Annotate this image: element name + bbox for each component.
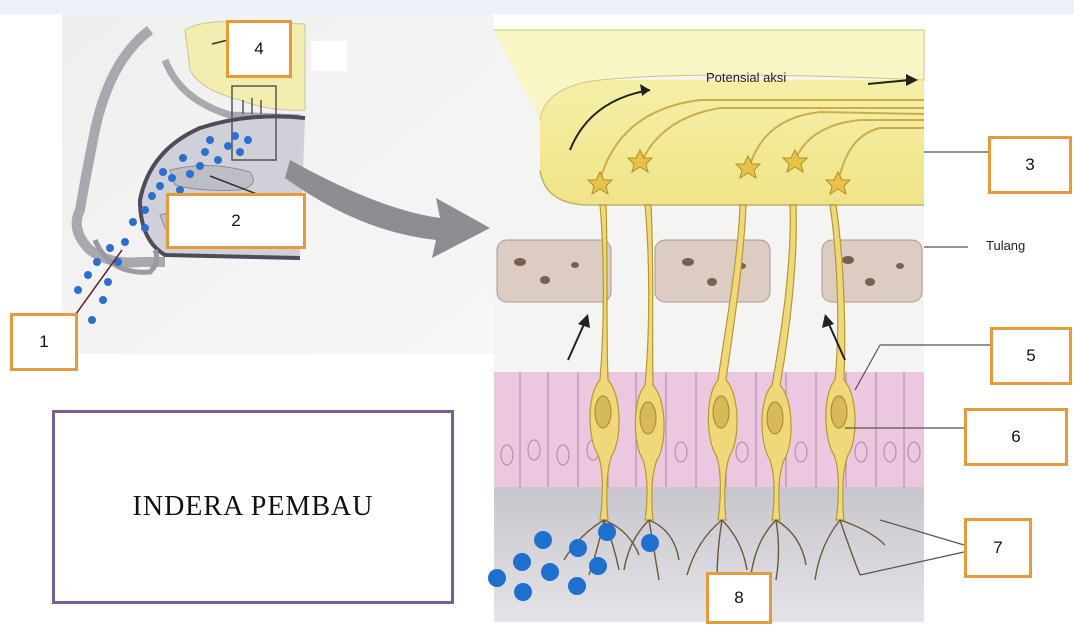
top-strip [0,0,1074,14]
diagram-title-box: INDERA PEMBAU [52,410,454,604]
callout-1: 1 [10,313,78,371]
callout-2: 2 [166,193,306,249]
bone-layer [497,240,922,302]
callout-8: 8 [706,572,772,624]
callout-3: 3 [988,136,1072,194]
callout-7: 7 [964,518,1032,578]
label-tulang: Tulang [986,238,1025,253]
callout-4: 4 [226,20,292,78]
epithelium-detail [488,30,990,622]
blank-patch [311,41,347,71]
callout-5: 5 [990,327,1072,385]
turbinate-upper [170,165,253,190]
callout-6: 6 [964,408,1068,466]
diagram-title: INDERA PEMBAU [133,491,374,523]
label-potensial-aksi: Potensial aksi [706,70,786,85]
